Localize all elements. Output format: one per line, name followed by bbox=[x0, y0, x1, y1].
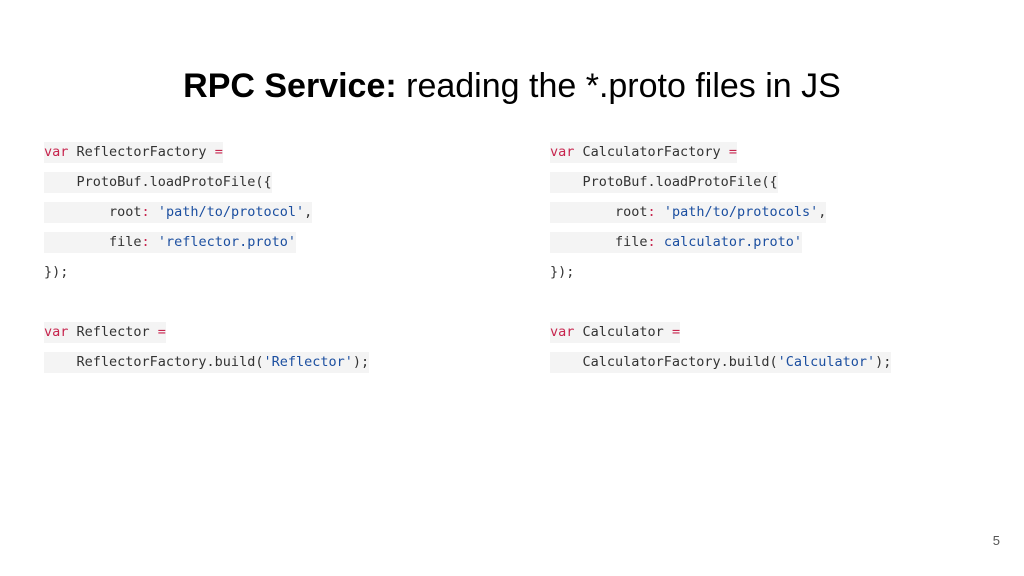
operator: = bbox=[728, 143, 737, 160]
keyword: var bbox=[44, 143, 69, 160]
code-block-calculator: var CalculatorFactory = ProtoBuf.loadPro… bbox=[550, 137, 892, 377]
keyword: var bbox=[44, 323, 69, 340]
property-key: root bbox=[615, 203, 648, 220]
code-line: file: 'reflector.proto' bbox=[44, 227, 369, 257]
code-segment: CalculatorFactory.build('Calculator'); bbox=[550, 351, 892, 373]
code-block-reflector: var ReflectorFactory = ProtoBuf.loadProt… bbox=[44, 137, 370, 377]
punctuation: , bbox=[304, 203, 313, 220]
code-line: ReflectorFactory.build('Reflector'); bbox=[44, 347, 370, 377]
title-bold-part: RPC Service: bbox=[183, 67, 397, 105]
slide-title: RPC Service: reading the *.proto files i… bbox=[0, 64, 1024, 108]
property-key: file bbox=[109, 233, 142, 250]
property-key: file bbox=[615, 233, 648, 250]
title-rest-part: reading the *.proto files in JS bbox=[396, 67, 841, 105]
indent bbox=[550, 204, 615, 220]
string-value: calculator.proto' bbox=[663, 233, 802, 250]
code-segment: var CalculatorFactory = bbox=[550, 141, 737, 163]
keyword: var bbox=[550, 323, 575, 340]
code-line: var ReflectorFactory = bbox=[44, 137, 369, 167]
code-line-empty bbox=[550, 287, 891, 317]
code-segment: var ReflectorFactory = bbox=[44, 141, 223, 163]
operator: = bbox=[157, 323, 166, 340]
code-segment: }); bbox=[550, 263, 575, 280]
code-line: }); bbox=[44, 257, 369, 287]
string-value: 'path/to/protocols' bbox=[663, 203, 819, 220]
call-expression: CalculatorFactory.build( bbox=[550, 353, 778, 370]
identifier: Reflector bbox=[68, 323, 158, 340]
code-line: ProtoBuf.loadProtoFile({ bbox=[44, 167, 369, 197]
code-segment: ProtoBuf.loadProtoFile({ bbox=[550, 171, 778, 193]
code-line: var CalculatorFactory = bbox=[550, 137, 891, 167]
code-segment: file: 'reflector.proto' bbox=[44, 231, 296, 253]
identifier: ReflectorFactory bbox=[68, 143, 215, 160]
indent bbox=[44, 204, 109, 220]
colon: : bbox=[141, 233, 158, 250]
property-key: root bbox=[109, 203, 142, 220]
code-segment: file: calculator.proto' bbox=[550, 231, 802, 253]
identifier: CalculatorFactory bbox=[574, 143, 729, 160]
code-line: ProtoBuf.loadProtoFile({ bbox=[550, 167, 891, 197]
string-value: 'Reflector' bbox=[263, 353, 353, 370]
code-segment: var Reflector = bbox=[44, 321, 166, 343]
code-line: var Calculator = bbox=[550, 317, 891, 347]
call-expression: ReflectorFactory.build( bbox=[44, 353, 264, 370]
code-segment: root: 'path/to/protocols', bbox=[550, 201, 827, 223]
identifier: Calculator bbox=[574, 323, 672, 340]
string-value: 'Calculator' bbox=[777, 353, 876, 370]
code-line-empty bbox=[44, 287, 369, 317]
operator: = bbox=[671, 323, 681, 340]
keyword: var bbox=[550, 143, 575, 160]
indent bbox=[550, 234, 615, 250]
page-number: 5 bbox=[992, 533, 1000, 548]
indent bbox=[44, 234, 109, 250]
code-segment: var Calculator = bbox=[550, 321, 681, 343]
string-value: 'reflector.proto' bbox=[157, 233, 296, 250]
code-line: CalculatorFactory.build('Calculator'); bbox=[550, 347, 892, 377]
code-line: root: 'path/to/protocols', bbox=[550, 197, 891, 227]
code-line: file: calculator.proto' bbox=[550, 227, 891, 257]
code-segment: }); bbox=[44, 263, 69, 280]
code-segment: ProtoBuf.loadProtoFile({ bbox=[44, 171, 272, 193]
colon: : bbox=[647, 203, 664, 220]
code-segment: root: 'path/to/protocol', bbox=[44, 201, 313, 223]
code-line: root: 'path/to/protocol', bbox=[44, 197, 369, 227]
code-segment: ReflectorFactory.build('Reflector'); bbox=[44, 351, 370, 373]
code-line: }); bbox=[550, 257, 891, 287]
punctuation: ); bbox=[352, 353, 370, 370]
code-line: var Reflector = bbox=[44, 317, 369, 347]
punctuation: , bbox=[818, 203, 827, 220]
colon: : bbox=[141, 203, 158, 220]
colon: : bbox=[647, 233, 664, 250]
punctuation: ); bbox=[875, 353, 892, 370]
operator: = bbox=[214, 143, 223, 160]
string-value: 'path/to/protocol' bbox=[157, 203, 305, 220]
